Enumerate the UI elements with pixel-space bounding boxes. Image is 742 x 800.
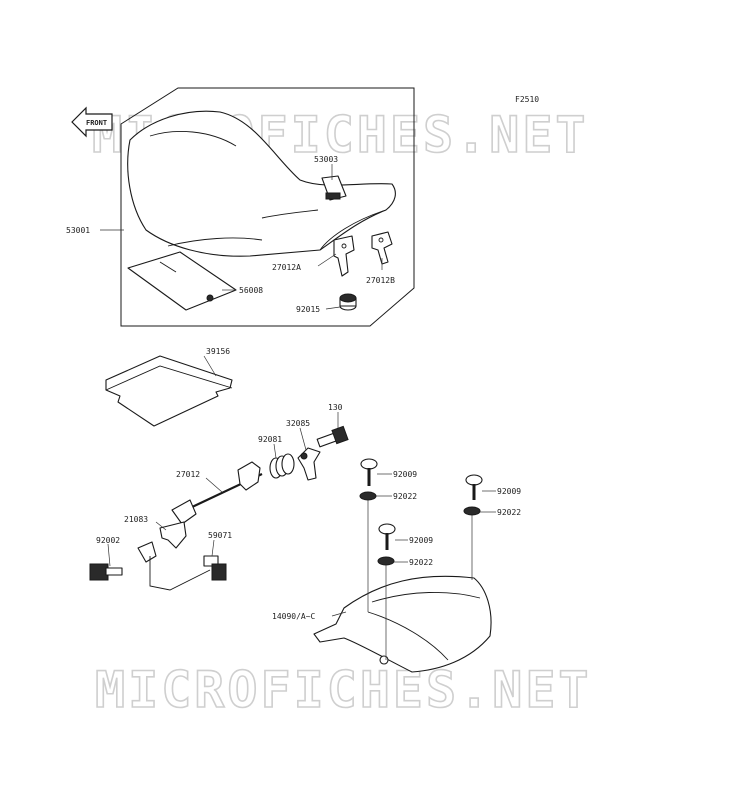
leader-32085	[299, 427, 307, 451]
callout-27012B: 27012B	[366, 276, 395, 285]
front-label: FRONT	[86, 119, 107, 127]
callout-92009-b: 92009	[409, 536, 433, 545]
callout-53001: 53001	[66, 226, 90, 235]
callout-56008: 56008	[239, 286, 263, 295]
callout-14090: 14090/A~C	[272, 612, 316, 621]
part-21083-drawing	[137, 521, 187, 563]
callout-92015: 92015	[296, 305, 320, 314]
callout-92009-a: 92009	[393, 470, 417, 479]
callout-92022-a: 92022	[393, 492, 417, 501]
leader-27012A	[317, 253, 337, 267]
callout-92081: 92081	[258, 435, 282, 444]
part-32085-drawing	[297, 447, 321, 481]
callout-92022-b: 92022	[409, 558, 433, 567]
leader-92002	[107, 543, 111, 567]
callout-39156: 39156	[206, 347, 230, 356]
part-56008-drawing	[127, 251, 237, 311]
callout-92022-c: 92022	[497, 508, 521, 517]
front-arrow-icon: FRONT	[71, 106, 113, 138]
washer-92022-b-drawing	[377, 556, 395, 566]
part-27012B-drawing	[371, 231, 393, 265]
callout-92002: 92002	[96, 536, 120, 545]
part-92015-drawing	[339, 293, 357, 311]
part-53003-drawing	[321, 175, 347, 201]
part-14090-drawing	[313, 575, 492, 673]
callout-21083: 21083	[124, 515, 148, 524]
callout-59071: 59071	[208, 531, 232, 540]
callout-27012: 27012	[176, 470, 200, 479]
leader-14090	[331, 611, 347, 617]
watermark-bottom: MICROFICHES.NET	[95, 661, 592, 719]
part-92002-drawing	[89, 563, 123, 581]
leader-92081	[273, 443, 277, 459]
washer-92022-c-drawing	[463, 506, 481, 516]
part-92081-drawing	[269, 453, 295, 479]
screw-92009-c-drawing	[465, 474, 483, 500]
callout-32085: 32085	[286, 419, 310, 428]
leader-92015	[325, 306, 341, 310]
callout-92009-c: 92009	[497, 487, 521, 496]
washer-92022-a-drawing	[359, 491, 377, 501]
callout-53003: 53003	[314, 155, 338, 164]
part-59071-drawing	[203, 555, 227, 581]
cable-line	[149, 556, 211, 591]
seat-group-frame	[120, 87, 415, 327]
figure-code: F2510	[515, 95, 539, 104]
screw-92009-b-drawing	[378, 523, 396, 550]
part-39156-drawing	[105, 355, 233, 427]
leader-59071	[211, 539, 215, 557]
callout-130: 130	[328, 403, 343, 412]
part-130-drawing	[316, 425, 349, 448]
part-27012A-drawing	[333, 235, 355, 277]
seat-drawing	[127, 110, 396, 257]
leader-21083	[155, 521, 167, 531]
leader-39156	[203, 355, 217, 377]
part-27012-drawing	[171, 461, 263, 525]
screw-92009-a-drawing	[360, 458, 378, 486]
leader-27012	[205, 477, 223, 493]
callout-27012A: 27012A	[272, 263, 301, 272]
